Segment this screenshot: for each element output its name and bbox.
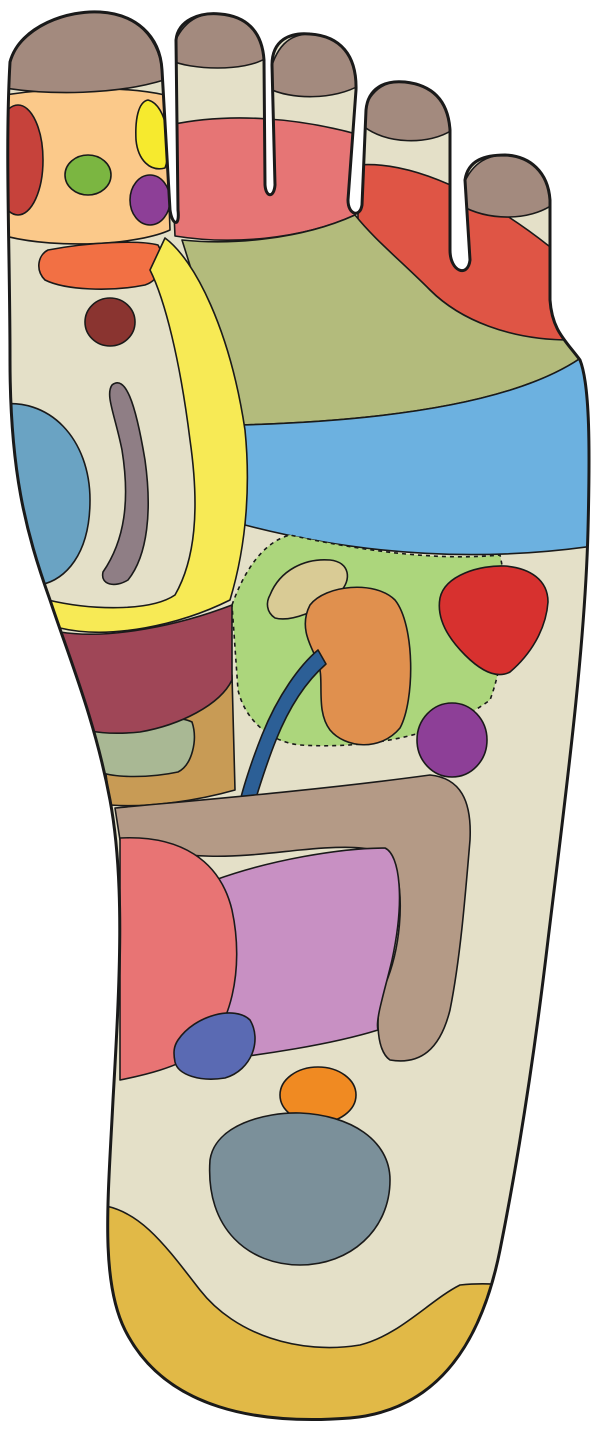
big-toe-green-spot bbox=[64, 154, 112, 196]
big-toe-purple-spot bbox=[129, 174, 171, 226]
mauve-curved-line bbox=[101, 382, 149, 586]
big-toe-tip bbox=[7, 11, 165, 94]
dark-red-spot bbox=[84, 297, 136, 347]
maroon-block bbox=[59, 604, 233, 735]
gold-heel bbox=[89, 1204, 521, 1420]
big-toe-red-spot bbox=[7, 104, 44, 216]
foot-outline bbox=[6, 10, 591, 1421]
slate-oval bbox=[208, 1112, 391, 1266]
pink-lilac-zone bbox=[214, 847, 401, 1061]
neck-bar bbox=[38, 241, 164, 290]
heart-red bbox=[438, 565, 549, 676]
brown-intestine bbox=[114, 774, 471, 1062]
blue-band bbox=[239, 354, 590, 556]
indigo-spot bbox=[173, 1012, 256, 1080]
purple-spot-right bbox=[416, 702, 488, 778]
